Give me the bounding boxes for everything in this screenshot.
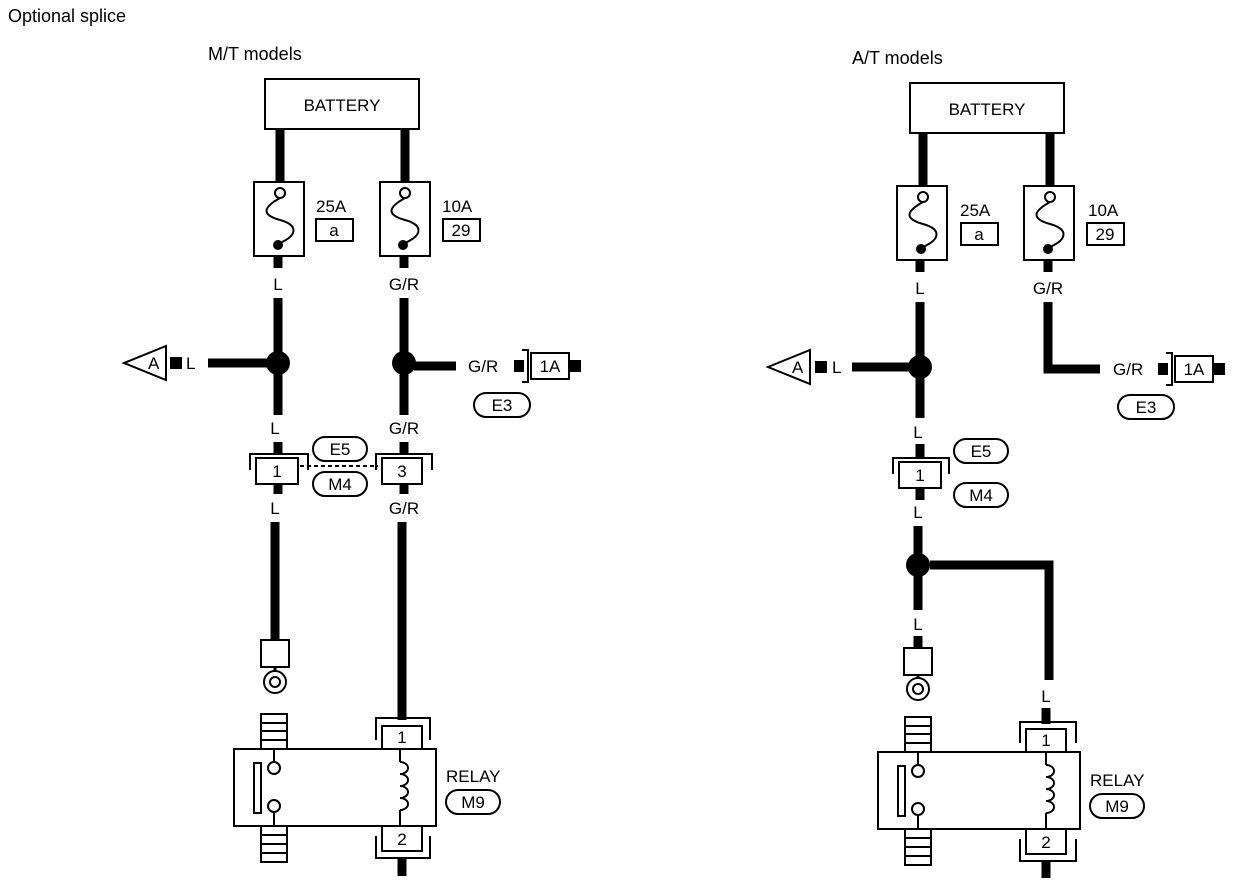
- at-splice-l: [908, 355, 932, 379]
- at-fuse2-id-box: [1086, 222, 1125, 246]
- at-relay-conn-box: [1089, 793, 1145, 819]
- at-battery-label: BATTERY: [949, 100, 1026, 119]
- at-conn-e3-box: [1117, 394, 1175, 420]
- mt-relay: 1 2: [233, 713, 437, 876]
- mt-arrow-a: [121, 344, 167, 382]
- mt-pin-1: 1: [272, 462, 281, 481]
- mt-pin-3: 3: [397, 462, 406, 481]
- mt-section: M/T models BATTERY 25A a 10A 29 L: [121, 44, 581, 876]
- at-wire-gr-1: G/R: [1033, 279, 1063, 298]
- at-ground-icon: [903, 647, 933, 701]
- mt-relay-pin-1: 1: [397, 728, 406, 747]
- at-fuse-10a: [1023, 185, 1075, 261]
- mt-pin-1-box: [255, 457, 299, 485]
- mt-battery-box: [264, 78, 420, 130]
- at-wire-l-branch: L: [832, 358, 841, 377]
- at-relay-pin-1-box: [1025, 728, 1067, 753]
- mt-relay-conn: M9: [461, 793, 485, 812]
- mt-wire-l-2: L: [270, 419, 279, 438]
- at-relay-pin-2: 2: [1041, 833, 1050, 852]
- mt-relay-conn-box: [445, 789, 501, 815]
- at-fuse1-rating: 25A: [960, 201, 991, 220]
- at-wire-l-5: L: [1041, 687, 1050, 706]
- at-arrow-a: [765, 348, 811, 386]
- mt-wire-gr-3: G/R: [389, 499, 419, 518]
- at-wire-l-4: L: [913, 615, 922, 634]
- at-fuse-25a: [896, 185, 948, 261]
- at-conn-e5: E5: [971, 442, 992, 461]
- at-relay-top-terminal: [904, 716, 932, 753]
- mt-wire-l-1: L: [273, 275, 282, 294]
- mt-fuse-25a: [253, 181, 305, 257]
- mt-ground-icon: [260, 639, 290, 694]
- at-title: A/T models: [852, 48, 943, 68]
- mt-wire-gr-branch: G/R: [468, 357, 498, 376]
- at-relay-pin-2-box: [1025, 828, 1067, 855]
- mt-fuse1-id: a: [329, 221, 339, 240]
- mt-relay-pin-2: 2: [397, 830, 406, 849]
- at-pin-1: 1: [915, 466, 924, 485]
- at-wire-gr-branch: G/R: [1113, 360, 1143, 379]
- mt-conn-e5: E5: [330, 440, 351, 459]
- mt-conn-e3-box: [473, 392, 531, 418]
- at-fuse2-id: 29: [1096, 225, 1115, 244]
- at-arrow-a-label: A: [792, 358, 804, 377]
- at-conn-m4: M4: [969, 486, 993, 505]
- at-relay-coil-icon: [1045, 764, 1055, 814]
- mt-splice-gr: [392, 351, 416, 375]
- at-fuse1-id: a: [974, 225, 984, 244]
- mt-relay-coil-icon: [399, 761, 409, 811]
- at-conn-e5-box: [953, 438, 1009, 464]
- at-relay-bottom-terminal: [904, 828, 932, 866]
- mt-splice-l: [266, 351, 290, 375]
- mt-conn-1a: 1A: [540, 357, 561, 376]
- at-section: A/T models BATTERY 25A a 10A 29 L L: [765, 48, 1225, 878]
- mt-wire-l-branch: L: [186, 354, 195, 373]
- mt-battery-label: BATTERY: [304, 96, 381, 115]
- mt-conn-e5-box: [312, 436, 368, 462]
- at-wire-l-1: L: [915, 279, 924, 298]
- mt-conn-m4-box: [312, 471, 368, 497]
- at-conn-e3: E3: [1136, 398, 1157, 417]
- mt-fuse1-id-box: [315, 218, 354, 242]
- at-relay-label: RELAY: [1090, 771, 1145, 790]
- at-relay: 1 2: [877, 716, 1081, 878]
- mt-wire-gr-1: G/R: [389, 275, 419, 294]
- at-wire-l-3: L: [913, 503, 922, 522]
- mt-arrow-a-label: A: [148, 354, 160, 373]
- mt-fuse2-id: 29: [452, 221, 471, 240]
- mt-relay-bottom-terminal: [260, 825, 288, 863]
- at-wire-l-2: L: [913, 423, 922, 442]
- at-battery-box: [909, 82, 1065, 134]
- at-relay-conn: M9: [1105, 797, 1129, 816]
- mt-conn-m4: M4: [328, 475, 352, 494]
- at-conn-m4-box: [953, 482, 1009, 508]
- mt-fuse1-rating: 25A: [316, 197, 347, 216]
- at-relay-pin-1: 1: [1041, 731, 1050, 750]
- mt-title: M/T models: [208, 44, 302, 64]
- at-conn-1a: 1A: [1184, 360, 1205, 379]
- mt-fuse2-rating: 10A: [442, 197, 473, 216]
- at-fuse1-id-box: [960, 222, 999, 246]
- at-fuse2-rating: 10A: [1088, 201, 1119, 220]
- mt-relay-pin-1-box: [381, 725, 423, 750]
- mt-relay-pin-2-box: [381, 825, 423, 852]
- mt-fuse2-id-box: [442, 218, 481, 242]
- mt-fuse-10a: [379, 181, 431, 257]
- at-splice-l2: [906, 553, 930, 577]
- mt-relay-top-terminal: [260, 713, 288, 750]
- page-title: Optional splice: [8, 6, 126, 26]
- mt-relay-label: RELAY: [446, 767, 501, 786]
- mt-conn-e3: E3: [492, 396, 513, 415]
- mt-wire-gr-2: G/R: [389, 419, 419, 438]
- mt-wire-l-3: L: [270, 499, 279, 518]
